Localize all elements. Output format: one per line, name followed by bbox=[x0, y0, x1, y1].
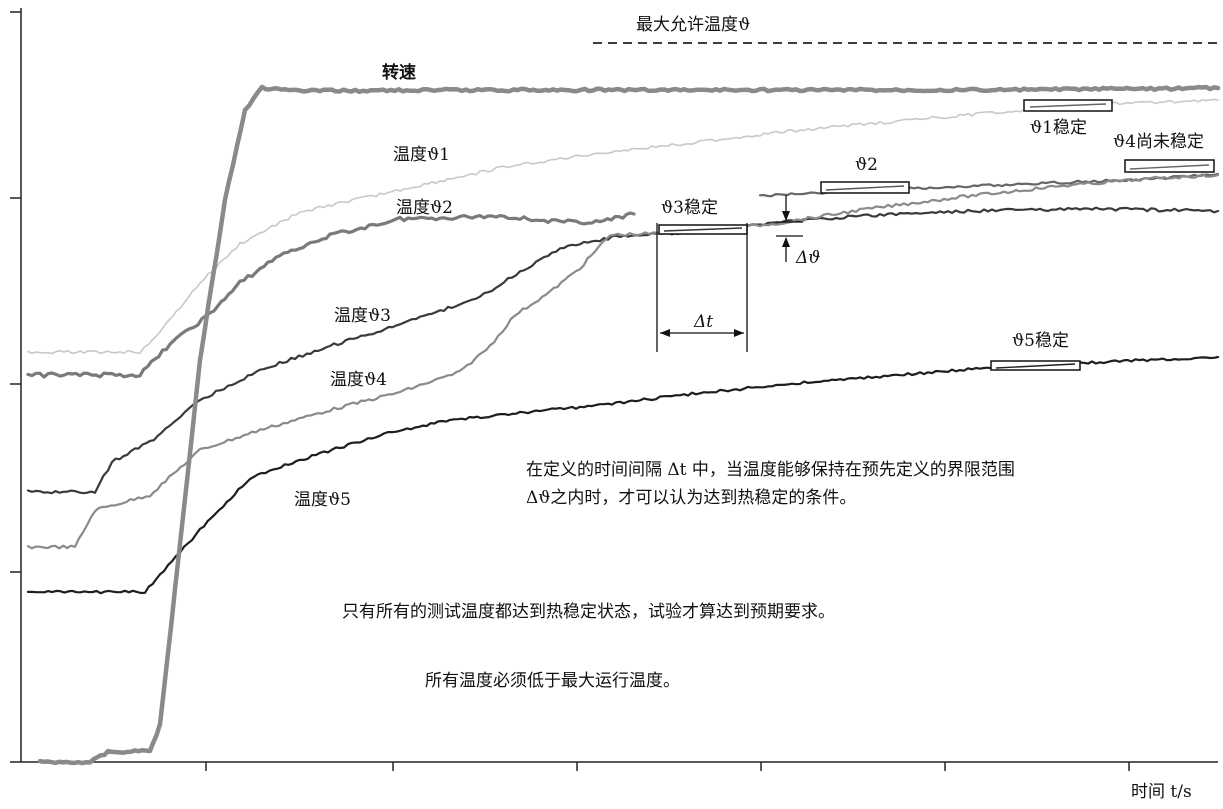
series-temperature-3-line bbox=[26, 206, 1220, 495]
stability-box-t2 bbox=[820, 181, 910, 194]
delta-t-label: Δt bbox=[693, 312, 713, 332]
definition-note-line-1: 在定义的时间间隔 Δt 中，当温度能够保持在预先定义的界限范围 bbox=[526, 460, 1015, 480]
limit-note: 所有温度必须低于最大运行温度。 bbox=[425, 671, 680, 691]
delta-annotation bbox=[656, 195, 803, 352]
requirement-note: 只有所有的测试温度都达到热稳定状态，试验才算达到预期要求。 bbox=[342, 602, 835, 622]
x-axis-label: 时间 t/s bbox=[1131, 782, 1192, 802]
stability-label-t5: ϑ5稳定 bbox=[1012, 331, 1069, 351]
stability-label-t2: ϑ2 bbox=[855, 155, 878, 175]
series-speed-label: 转速 bbox=[382, 62, 416, 83]
x-ticks bbox=[205, 762, 1130, 771]
stability-label-t4: ϑ4尚未稳定 bbox=[1113, 132, 1204, 152]
definition-note-line-2: Δϑ之内时，才可以认为达到热稳定的条件。 bbox=[526, 488, 856, 508]
max-temperature-label: 最大允许温度ϑ bbox=[636, 15, 750, 35]
stability-box-t4 bbox=[1124, 159, 1215, 173]
series-temperature-3-label: 温度ϑ3 bbox=[334, 306, 391, 326]
delta-theta-label: Δϑ bbox=[795, 248, 820, 268]
y-ticks bbox=[10, 11, 21, 573]
stability-box-t1 bbox=[1023, 99, 1113, 112]
stability-label-t1: ϑ1稳定 bbox=[1030, 118, 1087, 138]
series-temperature-4-label: 温度ϑ4 bbox=[330, 370, 387, 390]
stability-label-t3: ϑ3稳定 bbox=[661, 198, 718, 218]
series-temperature-2-label: 温度ϑ2 bbox=[396, 198, 453, 218]
series-temperature-5-label: 温度ϑ5 bbox=[294, 490, 351, 510]
series-temperature-4-line bbox=[26, 173, 1220, 550]
stability-box-t3 bbox=[658, 224, 748, 235]
series-temperature-1-label: 温度ϑ1 bbox=[393, 145, 450, 165]
series-temperature-2-segment bbox=[26, 211, 636, 379]
series-temperature-1-line bbox=[27, 98, 1219, 355]
series-speed-line bbox=[37, 84, 1221, 766]
stability-box-t5 bbox=[990, 360, 1081, 371]
